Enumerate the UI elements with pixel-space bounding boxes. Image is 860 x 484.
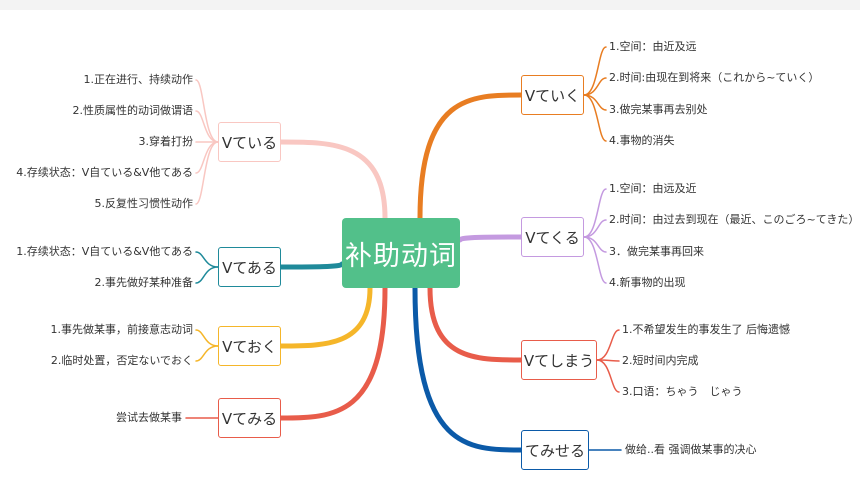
leaf-te-iru-4[interactable]: 4.存续状态：V自ている&V他てある bbox=[16, 166, 193, 179]
leaf-te-miru-1[interactable]: 尝试去做某事 bbox=[116, 411, 182, 424]
leaf-te-oku-2[interactable]: 2.临时处置，否定ないでおく bbox=[50, 354, 193, 367]
leaf-link-te-shimau-0 bbox=[596, 329, 620, 361]
link-te-iku bbox=[417, 92, 524, 221]
leaf-link-te-aru-1 bbox=[195, 266, 219, 284]
leaf-link-te-iru-0 bbox=[195, 79, 219, 143]
leaf-link-te-iru-4 bbox=[195, 141, 219, 205]
leaf-te-iku-1[interactable]: 1.空间：由近及远 bbox=[609, 40, 697, 53]
link-te-shimau bbox=[427, 285, 524, 363]
branch-te-shimau[interactable]: Vてしまう bbox=[521, 340, 597, 380]
link-te-miru bbox=[278, 285, 388, 421]
leaf-link-te-kuru-1 bbox=[583, 219, 607, 238]
link-te-oku bbox=[278, 285, 373, 349]
top-bar bbox=[0, 0, 860, 10]
leaf-link-te-kuru-0 bbox=[583, 188, 607, 238]
leaf-te-iku-2[interactable]: 2.时间:由现在到将来（これから~ていく） bbox=[609, 71, 820, 84]
leaf-te-kuru-1[interactable]: 1.空间：由远及近 bbox=[609, 182, 697, 195]
branch-te-iru[interactable]: Vている bbox=[218, 122, 281, 162]
leaf-link-te-iku-3 bbox=[583, 94, 607, 142]
branch-te-oku[interactable]: Vておく bbox=[218, 326, 281, 366]
leaf-te-kuru-2[interactable]: 2.时间：由过去到现在（最近、このごろ~てきた） bbox=[609, 213, 860, 226]
leaf-te-shimau-3[interactable]: 3.口语：ちゃう じゃう bbox=[622, 385, 743, 398]
leaf-link-te-kuru-3 bbox=[583, 236, 607, 284]
branch-te-kuru[interactable]: Vてくる bbox=[521, 217, 584, 257]
leaf-te-kuru-3[interactable]: 3．做完某事再回来 bbox=[609, 245, 704, 258]
central-topic[interactable]: 补助动词 bbox=[342, 218, 460, 288]
branch-te-miseru[interactable]: てみせる bbox=[521, 430, 589, 470]
branch-te-iku[interactable]: Vていく bbox=[521, 75, 584, 115]
leaf-link-te-iku-1 bbox=[583, 77, 607, 96]
branch-te-miru[interactable]: Vてみる bbox=[218, 398, 281, 438]
branch-te-aru[interactable]: Vてある bbox=[218, 247, 281, 287]
leaf-te-iru-1[interactable]: 1.正在进行、持续动作 bbox=[83, 73, 194, 86]
link-te-miseru bbox=[412, 285, 524, 453]
leaf-link-te-iru-3 bbox=[195, 141, 219, 174]
leaf-link-te-iru-1 bbox=[195, 110, 219, 143]
leaf-te-iru-5[interactable]: 5.反复性习惯性动作 bbox=[94, 197, 194, 210]
leaf-te-iku-4[interactable]: 4.事物的消失 bbox=[609, 134, 675, 147]
link-te-aru bbox=[278, 261, 345, 270]
leaf-te-aru-1[interactable]: 1.存续状态：V自ている&V他てある bbox=[16, 245, 193, 258]
leaf-te-iru-2[interactable]: 2.性质属性的动词做谓语 bbox=[72, 104, 194, 117]
leaf-te-oku-1[interactable]: 1.事先做某事，前接意志动词 bbox=[50, 323, 194, 336]
leaf-te-aru-2[interactable]: 2.事先做好某种准备 bbox=[94, 276, 194, 289]
leaf-link-te-aru-0 bbox=[195, 251, 219, 268]
link-te-kuru bbox=[457, 234, 524, 243]
leaf-te-kuru-4[interactable]: 4.新事物的出现 bbox=[609, 276, 686, 289]
leaf-te-miseru-1[interactable]: 做给..看 强调做某事的决心 bbox=[625, 443, 757, 456]
leaf-link-te-oku-0 bbox=[195, 329, 219, 347]
leaf-link-te-shimau-2 bbox=[596, 359, 620, 393]
leaf-link-te-iku-0 bbox=[583, 46, 607, 96]
link-te-iru bbox=[278, 139, 388, 221]
leaf-link-te-oku-1 bbox=[195, 345, 219, 362]
leaf-te-iku-3[interactable]: 3.做完某事再去别处 bbox=[609, 103, 708, 116]
leaf-te-shimau-2[interactable]: 2.短时间内完成 bbox=[622, 354, 699, 367]
leaf-te-iru-3[interactable]: 3.穿着打扮 bbox=[138, 135, 194, 148]
leaf-te-shimau-1[interactable]: 1.不希望发生的事发生了 后悔遗憾 bbox=[622, 323, 790, 336]
